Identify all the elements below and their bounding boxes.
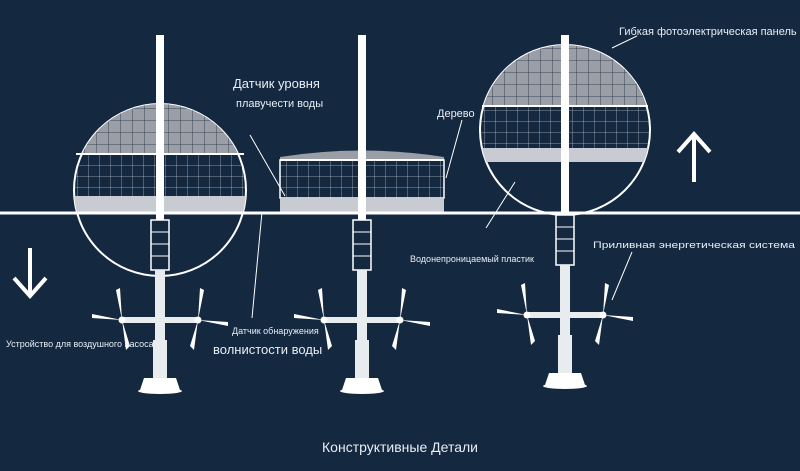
arrow-up-icon — [676, 130, 712, 182]
caption: Конструктивные Детали — [322, 439, 478, 455]
arrow-down-icon — [12, 248, 48, 300]
leader-lines — [249, 35, 638, 319]
right-mast — [561, 35, 569, 215]
label-wood: Дерево — [437, 108, 475, 120]
label-flex-panel: Гибкая фотоэлектрическая панель — [619, 26, 797, 38]
middle-mast — [358, 35, 366, 215]
right-turbine — [496, 204, 634, 390]
label-level-sensor-2: плавучести воды — [236, 98, 323, 110]
label-waterproof: Водонепроницаемый пластик — [410, 254, 534, 264]
label-wave-sensor-1: Датчик обнаружения — [232, 326, 319, 336]
label-tidal: Приливная энергетическая система — [593, 240, 795, 250]
label-air-pump: Устройство для воздушного насоса — [6, 339, 154, 349]
middle-turbine — [293, 209, 431, 395]
label-level-sensor-1: Датчик уровня — [233, 76, 320, 91]
left-mast — [156, 35, 164, 215]
label-wave-sensor-2: волнистости воды — [213, 342, 322, 357]
